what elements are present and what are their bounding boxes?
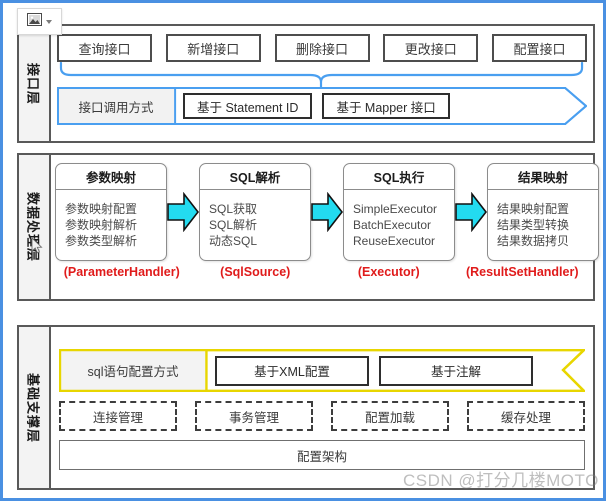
dashed-box-connection-management[interactable]: 连接管理 xyxy=(59,401,177,431)
card-line: SQL获取 xyxy=(209,201,258,216)
data-card-row: 参数映射 参数映射配置 参数映射解析 参数类型解析 SQL解析 SQL获 xyxy=(55,163,599,261)
interface-box-update[interactable]: 更改接口 xyxy=(383,34,479,62)
card-line: 结果映射配置 xyxy=(497,201,570,216)
component-tag-row: (ParameterHandler) (SqlSource) (Executor… xyxy=(55,265,589,279)
card-line: 参数类型解析 xyxy=(65,233,138,248)
card-sql-parse[interactable]: SQL解析 SQL获取 SQL解析 动态SQL xyxy=(199,163,311,261)
interface-band-label: 接口调用方式 xyxy=(78,100,154,115)
flow-arrow-3-slot xyxy=(455,163,487,261)
card-sql-execute[interactable]: SQL执行 SimpleExecutor BatchExecutor Reuse… xyxy=(343,163,455,261)
layer-data-title-strip: 数据处理层 xyxy=(19,155,51,299)
band-btn-xml-config[interactable]: 基于XML配置 xyxy=(215,355,369,386)
card-sql-execute-title: SQL执行 xyxy=(344,164,454,190)
layer-interface-title-strip: 接口层 xyxy=(19,26,51,141)
card-line: SimpleExecutor xyxy=(353,201,438,216)
selection-border-bottom xyxy=(3,498,603,501)
interface-box-row: 查询接口 新增接口 删除接口 更改接口 配置接口 xyxy=(51,34,593,62)
card-line: 参数映射解析 xyxy=(65,217,138,232)
card-line: 动态SQL xyxy=(209,233,258,248)
card-line: SQL解析 xyxy=(209,217,258,232)
band-btn-annotation[interactable]: 基于注解 xyxy=(379,355,533,386)
right-arrow-icon xyxy=(167,192,199,232)
right-arrow-icon xyxy=(311,192,343,232)
interface-box-delete[interactable]: 删除接口 xyxy=(274,34,370,62)
base-dashed-row: 连接管理 事务管理 配置加载 缓存处理 xyxy=(59,401,585,431)
picture-placeholder-chip[interactable] xyxy=(17,8,62,35)
dashed-box-cache-handling[interactable]: 缓存处理 xyxy=(467,401,585,431)
component-tag-result-set-handler: (ResultSetHandler) xyxy=(465,265,579,279)
card-sql-execute-lines: SimpleExecutor BatchExecutor ReuseExecut… xyxy=(344,190,454,260)
component-tag-sql-source: (SqlSource) xyxy=(220,265,291,279)
mouse-cursor-icon xyxy=(31,237,43,254)
card-parameter-mapping[interactable]: 参数映射 参数映射配置 参数映射解析 参数类型解析 xyxy=(55,163,167,261)
layer-base-body: sql语句配置方式 基于XML配置 基于注解 连接管理 事务管理 配置加载 缓存… xyxy=(51,327,593,488)
card-line: ReuseExecutor xyxy=(353,233,436,248)
flow-arrow-2-slot xyxy=(311,163,343,261)
component-tag-parameter-handler: (ParameterHandler) xyxy=(63,265,180,279)
card-parameter-mapping-title: 参数映射 xyxy=(56,164,166,190)
layer-data-body: 参数映射 参数映射配置 参数映射解析 参数类型解析 SQL解析 SQL获 xyxy=(51,155,599,299)
flow-arrow-1-slot xyxy=(167,163,199,261)
layer-data-processing: 数据处理层 参数映射 参数映射配置 参数映射解析 参数类型解析 xyxy=(17,153,599,301)
layer-interface-title: 接口层 xyxy=(25,62,41,105)
chevron-down-icon[interactable] xyxy=(46,19,52,24)
interface-invocation-band: 接口调用方式 基于 Statement ID 基于 Mapper 接口 xyxy=(57,87,587,125)
config-architecture-bar[interactable]: 配置架构 xyxy=(59,440,585,470)
card-line: 结果数据拷贝 xyxy=(497,233,570,248)
interface-box-insert[interactable]: 新增接口 xyxy=(165,34,261,62)
card-result-mapping-lines: 结果映射配置 结果类型转换 结果数据拷贝 xyxy=(488,190,598,260)
right-arrow-icon xyxy=(455,192,487,232)
dashed-box-transaction-management[interactable]: 事务管理 xyxy=(195,401,313,431)
interface-box-config[interactable]: 配置接口 xyxy=(492,34,587,62)
card-result-mapping-title: 结果映射 xyxy=(488,164,598,190)
layer-interface-body: 查询接口 新增接口 删除接口 更改接口 配置接口 接口调用方式 xyxy=(51,26,593,141)
layer-base-title-strip: 基础支撑层 xyxy=(19,327,51,488)
sql-config-band: sql语句配置方式 基于XML配置 基于注解 xyxy=(59,349,585,392)
band-btn-statement-id[interactable]: 基于 Statement ID xyxy=(183,93,313,119)
interface-box-query[interactable]: 查询接口 xyxy=(57,34,152,62)
sql-config-band-items: 基于XML配置 基于注解 xyxy=(215,349,533,392)
card-parameter-mapping-lines: 参数映射配置 参数映射解析 参数类型解析 xyxy=(56,190,166,260)
layer-base-title: 基础支撑层 xyxy=(25,372,41,443)
band-btn-mapper-interface[interactable]: 基于 Mapper 接口 xyxy=(322,93,450,119)
card-line: 结果类型转换 xyxy=(497,217,570,232)
component-tag-executor: (Executor) xyxy=(357,265,420,279)
sql-config-band-label: sql语句配置方式 xyxy=(87,365,179,379)
brace-connector-icon xyxy=(59,62,584,88)
dashed-box-config-loading[interactable]: 配置加载 xyxy=(331,401,449,431)
card-line: BatchExecutor xyxy=(353,217,432,232)
selection-border-top xyxy=(3,0,603,3)
card-line: 参数映射配置 xyxy=(65,201,138,216)
card-sql-parse-title: SQL解析 xyxy=(200,164,310,190)
card-sql-parse-lines: SQL获取 SQL解析 动态SQL xyxy=(200,190,310,260)
card-result-mapping[interactable]: 结果映射 结果映射配置 结果类型转换 结果数据拷贝 xyxy=(487,163,599,261)
layer-interface: 接口层 查询接口 新增接口 删除接口 更改接口 配置接口 xyxy=(17,24,595,143)
interface-band-items: 基于 Statement ID 基于 Mapper 接口 xyxy=(183,87,450,125)
image-placeholder-icon xyxy=(27,12,42,31)
layer-base-support: 基础支撑层 sql语句配置方式 基于XML配置 基于注解 连接管理 事务 xyxy=(17,325,595,490)
